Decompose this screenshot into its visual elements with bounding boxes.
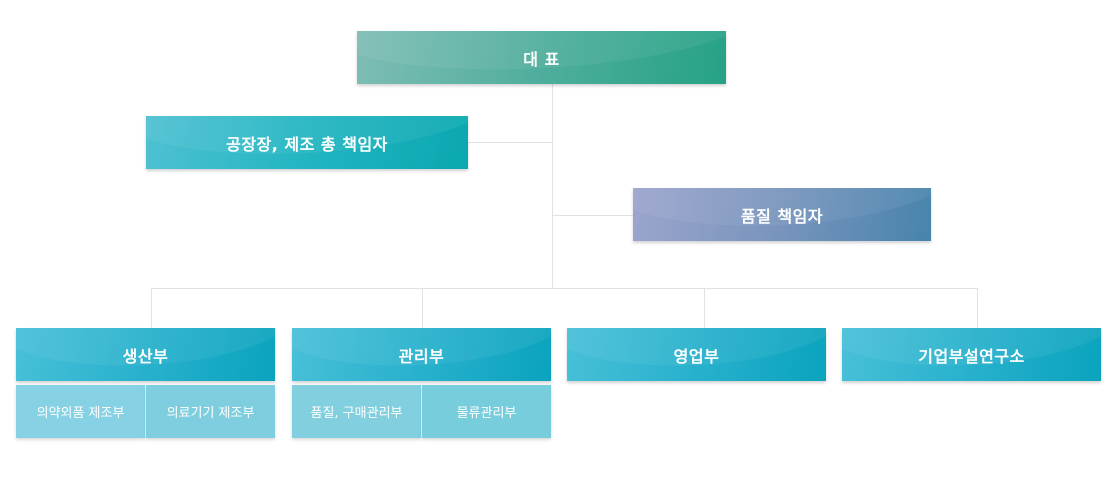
connector-quality-horizontal xyxy=(552,215,633,216)
department-label: 관리부 xyxy=(398,346,445,366)
department-label: 기업부설연구소 xyxy=(918,346,1025,366)
ceo-label: 대 표 xyxy=(523,49,560,69)
factory-manager-box: 공장장, 제조 총 책임자 xyxy=(146,116,468,169)
subunit-logistics: 물류관리부 xyxy=(422,385,551,438)
connector-drop-2 xyxy=(422,288,423,328)
department-sales: 영업부 xyxy=(567,328,826,381)
connector-factory-horizontal xyxy=(468,142,553,143)
subunit-quality-purchasing: 품질, 구매관리부 xyxy=(292,385,421,438)
department-research: 기업부설연구소 xyxy=(842,328,1101,381)
factory-manager-label: 공장장, 제조 총 책임자 xyxy=(226,134,388,154)
quality-manager-label: 품질 책임자 xyxy=(740,206,824,226)
subunit-quasi-drug-manufacturing: 의약외품 제조부 xyxy=(16,385,145,438)
connector-departments-horizontal xyxy=(151,288,978,289)
department-label: 생산부 xyxy=(122,346,169,366)
connector-drop-4 xyxy=(977,288,978,328)
connector-drop-1 xyxy=(151,288,152,328)
department-management: 관리부 xyxy=(292,328,551,381)
subunit-medical-device-manufacturing: 의료기기 제조부 xyxy=(146,385,275,438)
quality-manager-box: 품질 책임자 xyxy=(633,188,931,241)
ceo-box: 대 표 xyxy=(357,31,726,84)
connector-drop-3 xyxy=(704,288,705,328)
department-label: 영업부 xyxy=(673,346,720,366)
connector-ceo-vertical xyxy=(552,84,553,289)
department-production: 생산부 xyxy=(16,328,275,381)
